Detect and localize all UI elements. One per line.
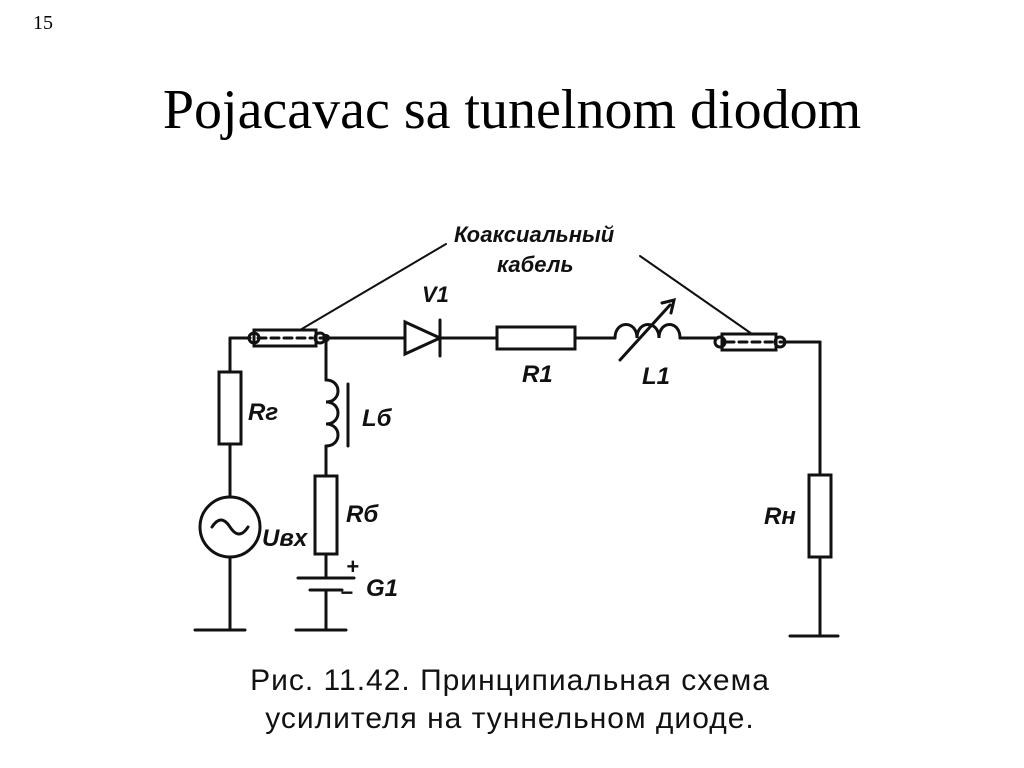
diode-v1 [403, 319, 444, 357]
resistor-rb [313, 474, 339, 556]
inductor-l1-arrowhead [660, 297, 677, 315]
resistor-rn [807, 473, 833, 559]
pointer-line-right [639, 255, 753, 335]
inductor-l1 [613, 323, 682, 340]
label-rb: Rб [346, 501, 379, 528]
figure-caption: Рис. 11.42. Принципиальная схема усилите… [150, 662, 870, 738]
coax-label-line2: кабель [497, 252, 574, 277]
coax-cable-right [720, 332, 778, 352]
label-g1: G1 [366, 575, 398, 602]
junction-dot [322, 334, 330, 342]
slide-number: 15 [33, 12, 53, 34]
resistor-r1 [495, 325, 577, 351]
label-minus: − [340, 580, 353, 605]
inductor-lb [324, 378, 340, 448]
label-rg: Rг [248, 399, 278, 426]
caption-line-1: Рис. 11.42. Принципиальная схема [250, 664, 770, 697]
label-rn: Rн [764, 503, 796, 530]
label-uvx: Uвх [262, 525, 309, 552]
coax-left-end-a [247, 331, 261, 345]
caption-line-2: усилителя на туннельном диоде. [265, 702, 755, 735]
label-plus: + [346, 554, 359, 579]
label-v1: V1 [422, 282, 449, 307]
resistor-rg [217, 370, 243, 446]
coax-right-end-a [713, 335, 727, 349]
inductor-l1-arrow [618, 303, 672, 362]
label-r1: R1 [522, 361, 553, 388]
slide-title: Pojacavac sa tunelnom diodom [162, 79, 862, 141]
sine-symbol [210, 518, 250, 536]
coax-label-line1: Коаксиальный [454, 222, 615, 247]
label-lb: Lб [362, 405, 393, 432]
coax-cable-left [252, 328, 318, 348]
coax-right-end-b [773, 335, 787, 349]
pointer-line-left [299, 243, 447, 331]
label-l1: L1 [642, 363, 670, 390]
